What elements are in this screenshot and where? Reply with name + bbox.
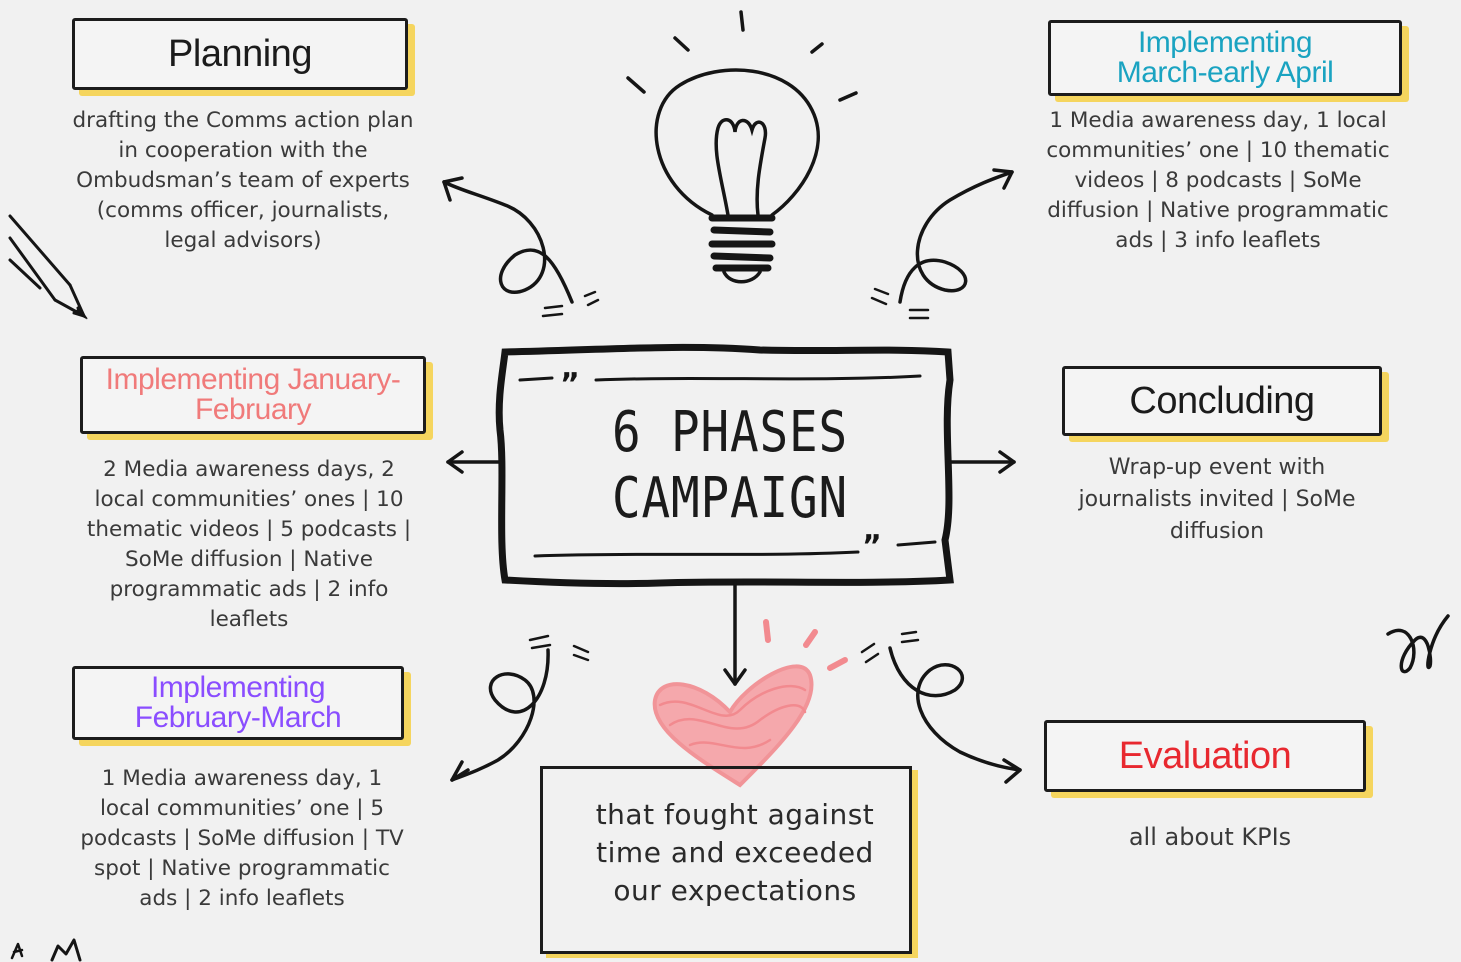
- jan-feb-description: 2 Media awareness days, 2 local communit…: [86, 457, 412, 632]
- bottom-note-line1: that fought against: [595, 798, 875, 831]
- bottom-note-text: that fought against time and exceeded ou…: [555, 796, 915, 910]
- planning-box: Planning: [72, 18, 408, 90]
- mar-apr-description: 1 Media awareness day, 1 local communiti…: [1046, 108, 1390, 253]
- jan-feb-title: Implementing January- February: [106, 365, 401, 425]
- bottom-note-line2: time and exceeded: [596, 836, 874, 869]
- jan-feb-box: Implementing January- February: [80, 356, 426, 434]
- bottom-note-line3: our expectations: [613, 874, 857, 907]
- concluding-title: Concluding: [1129, 380, 1315, 422]
- center-title-line2: CAMPAIGN: [611, 466, 849, 531]
- heart-icon: [652, 619, 848, 788]
- planning-title: Planning: [168, 33, 312, 75]
- arrows: [10, 168, 1450, 962]
- evaluation-title: Evaluation: [1118, 735, 1292, 777]
- mar-apr-box: Implementing March-early April: [1048, 20, 1402, 96]
- bottom-note-box: [540, 766, 912, 954]
- pencil-icon: [8, 214, 88, 320]
- feb-mar-title: Implementing February-March: [134, 671, 342, 734]
- mar-apr-title-line2: March-early April: [1116, 56, 1334, 89]
- svg-text:”: ”: [862, 529, 882, 564]
- center-title-line1: 6 PHASES: [611, 400, 849, 465]
- concluding-description: Wrap-up event with journalists invited |…: [1078, 455, 1356, 544]
- svg-text:”: ”: [560, 367, 580, 402]
- jan-feb-title-line1: Implementing January-: [105, 363, 401, 396]
- concluding-box: Concluding: [1062, 366, 1382, 436]
- feb-mar-description: 1 Media awareness day, 1 local communiti…: [80, 766, 404, 911]
- center-frame: ” ”: [495, 343, 954, 588]
- evaluation-box: Evaluation: [1044, 720, 1366, 792]
- feb-mar-title-line2: February-March: [134, 701, 342, 734]
- feb-mar-box: Implementing February-March: [72, 666, 404, 740]
- jan-feb-title-line2: February: [194, 393, 312, 426]
- feb-mar-title-line1: Implementing: [150, 671, 326, 704]
- lightbulb-icon: [626, 10, 858, 284]
- center-title: 6 PHASES CAMPAIGN: [586, 400, 875, 532]
- mar-apr-title-line1: Implementing: [1137, 26, 1313, 59]
- planning-description: drafting the Comms action plan in cooper…: [72, 108, 414, 253]
- evaluation-description: all about KPIs: [1128, 823, 1292, 851]
- mar-apr-title: Implementing March-early April: [1117, 28, 1334, 88]
